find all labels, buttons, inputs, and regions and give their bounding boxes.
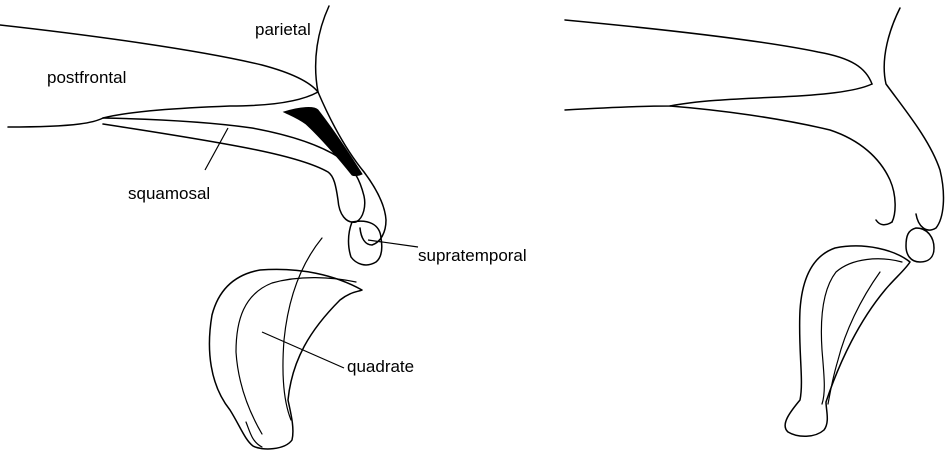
postfrontal-outline bbox=[8, 92, 318, 127]
label-supratemporal: supratemporal bbox=[418, 246, 527, 265]
right-parietal-outline bbox=[565, 20, 872, 84]
right-squamosal-tip bbox=[876, 220, 892, 225]
quadrate-leader bbox=[262, 332, 344, 368]
right-quadrate-ridge bbox=[828, 272, 880, 404]
quadrate-condyle bbox=[246, 422, 262, 447]
right-drawing bbox=[565, 8, 943, 436]
label-postfrontal: postfrontal bbox=[47, 68, 126, 87]
right-squamosal-outline bbox=[670, 106, 895, 222]
right-postfrontal-outline bbox=[565, 84, 872, 110]
squamosal-leader bbox=[205, 128, 228, 170]
label-squamosal: squamosal bbox=[128, 184, 210, 203]
dark-suture bbox=[284, 108, 362, 176]
quadrate-outline bbox=[209, 269, 362, 449]
right-quadrate-outline bbox=[785, 246, 910, 436]
label-parietal: parietal bbox=[255, 20, 311, 39]
label-quadrate: quadrate bbox=[347, 357, 414, 376]
right-parietal-flange-outline bbox=[884, 8, 943, 230]
right-supratemporal-outline bbox=[906, 228, 934, 262]
